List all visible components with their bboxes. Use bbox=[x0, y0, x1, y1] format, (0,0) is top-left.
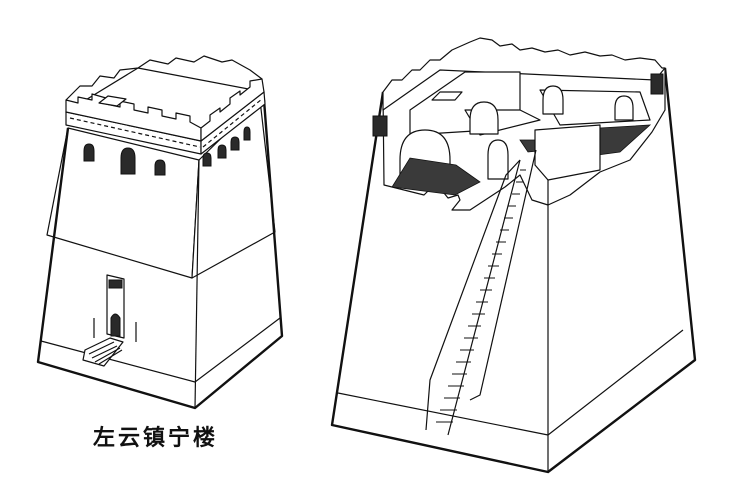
exterior-tower bbox=[36, 55, 284, 410]
caption-title: 左云镇宁楼 bbox=[93, 426, 219, 451]
cutaway-tower bbox=[330, 37, 697, 474]
